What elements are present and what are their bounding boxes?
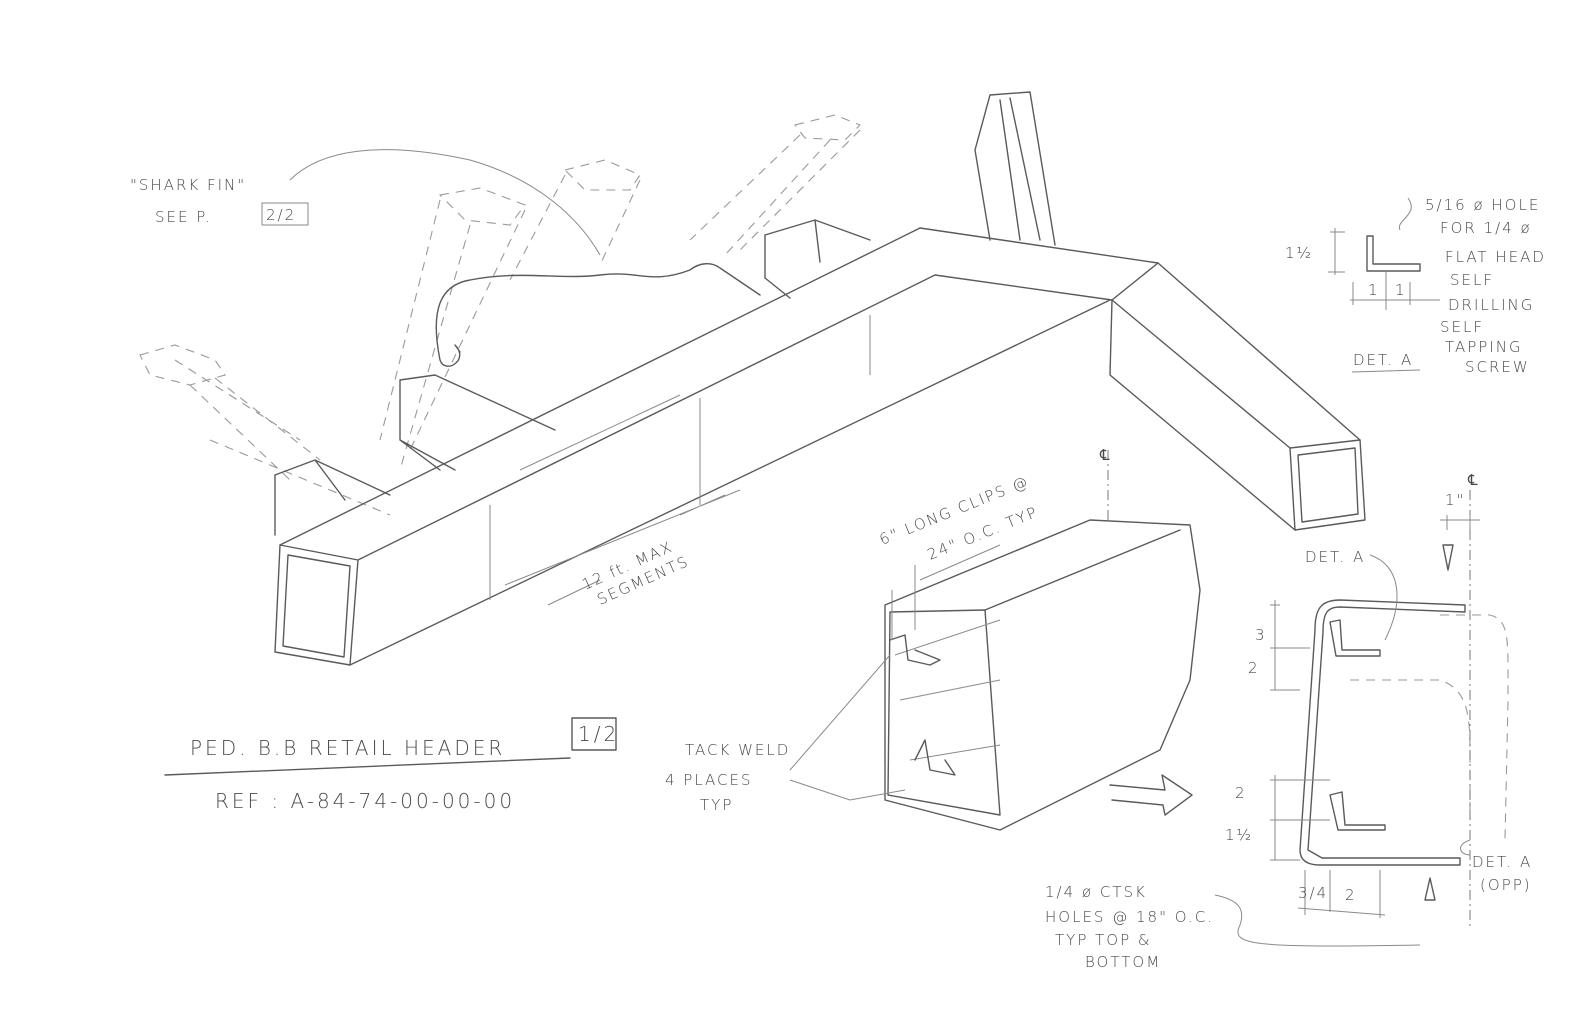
cross-beam-rear bbox=[764, 219, 871, 299]
shark-fin-label: "SHARK FIN" bbox=[130, 176, 246, 194]
clip-detail-drawing bbox=[884, 450, 1201, 831]
weld-note-line2: 4 PLACES bbox=[665, 771, 753, 789]
shark-fin-page-box bbox=[261, 202, 309, 226]
note-line: FOR 1/4 ø bbox=[1440, 219, 1532, 237]
detail-a-width-dim-1: 1 bbox=[1368, 281, 1380, 299]
detail-a-height-dim: 1½ bbox=[1285, 244, 1313, 262]
note-line: SCREW bbox=[1465, 358, 1530, 376]
ghost-fin-positions bbox=[139, 114, 861, 516]
shark-fin-page-ref: 2/2 bbox=[266, 206, 296, 224]
note-line: FLAT HEAD bbox=[1445, 248, 1546, 266]
ctsk-note-line1: 1/4 ø CTSK bbox=[1045, 883, 1147, 901]
title-underline bbox=[164, 757, 571, 776]
detail-a-width-dim-2: 1 bbox=[1395, 281, 1407, 299]
main-beam bbox=[274, 227, 1111, 666]
shark-fin-leader bbox=[289, 149, 601, 256]
note-line: DRILLING bbox=[1448, 296, 1534, 314]
sheet-number-box bbox=[571, 717, 617, 751]
detail-a-screw-note: 5/16 ø HOLE FOR 1/4 ø FLAT HEAD SELF DRI… bbox=[1425, 196, 1546, 376]
section-dim-2-bottom-width: 2 bbox=[1345, 886, 1357, 904]
weld-note-line3: TYP bbox=[700, 796, 733, 814]
note-line: 5/16 ø HOLE bbox=[1425, 196, 1540, 214]
cross-beam-front bbox=[274, 459, 391, 536]
ctsk-leader bbox=[1214, 894, 1421, 947]
section-det-a-opp-2: (OPP) bbox=[1480, 876, 1532, 894]
section-det-a-opp-1: DET. A bbox=[1472, 853, 1532, 871]
note-line: SELF bbox=[1440, 318, 1484, 336]
shark-fin-see: SEE P. bbox=[155, 208, 212, 226]
section-det-a-label: DET. A bbox=[1305, 548, 1365, 566]
side-beam bbox=[919, 227, 1366, 531]
detail-a-drawing bbox=[1328, 197, 1440, 310]
segment-dimension-line bbox=[504, 489, 741, 606]
section-dim-2-top: 2 bbox=[1248, 659, 1260, 677]
clip-centerline-symbol: ℄ bbox=[1099, 446, 1112, 464]
section-dim-2-bottom: 2 bbox=[1235, 784, 1247, 802]
weld-note-line1: TACK WELD bbox=[685, 741, 790, 759]
vertical-post bbox=[974, 91, 1056, 246]
weld-leader bbox=[789, 654, 906, 801]
detail-a-underline bbox=[1351, 369, 1421, 373]
drawing-title: PED. B.B RETAIL HEADER bbox=[190, 736, 505, 760]
cross-beam-middle bbox=[399, 374, 556, 471]
detail-a-label: DET. A bbox=[1353, 351, 1413, 369]
section-dim-1-5: 1½ bbox=[1225, 826, 1253, 844]
ctsk-note-line4: BOTTOM bbox=[1085, 953, 1161, 971]
section-drawing bbox=[1270, 490, 1509, 930]
ctsk-note-line2: HOLES @ 18" O.C. bbox=[1045, 908, 1214, 926]
note-line: SELF bbox=[1450, 271, 1494, 289]
section-centerline-symbol: ℄ bbox=[1467, 471, 1480, 489]
section-top-offset-dim: 1" bbox=[1445, 491, 1465, 509]
shark-fin bbox=[435, 263, 761, 367]
note-line: TAPPING bbox=[1445, 338, 1523, 356]
section-dim-3: 3 bbox=[1255, 626, 1267, 644]
section-dim-3-4: 3/4 bbox=[1298, 884, 1328, 902]
reference-number: REF : A-84-74-00-00-00 bbox=[215, 789, 515, 813]
view-arrow bbox=[1109, 774, 1193, 816]
sheet-number: 1/2 bbox=[578, 722, 619, 746]
ctsk-note-line3: TYP TOP & bbox=[1055, 931, 1152, 949]
